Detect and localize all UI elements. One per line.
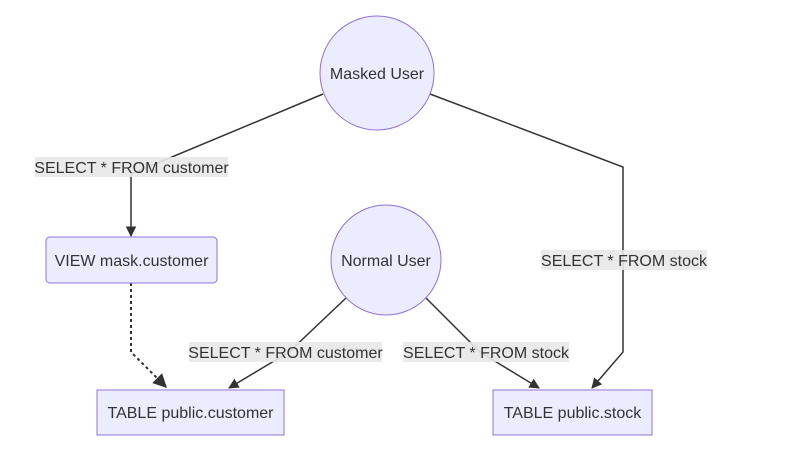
- edge-label-masked-to-view: SELECT * FROM customer: [34, 157, 229, 177]
- edge-label-masked-to-stock: SELECT * FROM stock: [541, 250, 708, 270]
- edge-label-text: SELECT * FROM customer: [188, 345, 383, 362]
- node-label: Masked User: [330, 66, 425, 83]
- edge-label-text: SELECT * FROM customer: [34, 160, 229, 177]
- edge-label-normal-to-customer: SELECT * FROM customer: [188, 342, 383, 362]
- node-label: Normal User: [341, 253, 431, 270]
- node-view-mask-customer[interactable]: VIEW mask.customer: [45, 236, 218, 284]
- edge-view-to-customer-table: [130, 283, 167, 388]
- edge-label-text: SELECT * FROM stock: [403, 345, 570, 362]
- node-table-public-customer[interactable]: TABLE public.customer: [96, 389, 285, 436]
- node-label: TABLE public.customer: [108, 405, 275, 422]
- node-normal-user[interactable]: Normal User: [330, 204, 442, 316]
- node-label: VIEW mask.customer: [55, 253, 209, 270]
- edge-label-normal-to-stock: SELECT * FROM stock: [403, 342, 570, 362]
- node-table-public-stock[interactable]: TABLE public.stock: [492, 389, 653, 436]
- node-label: TABLE public.stock: [504, 405, 643, 422]
- edge-label-text: SELECT * FROM stock: [541, 253, 708, 270]
- node-masked-user[interactable]: Masked User: [319, 15, 435, 131]
